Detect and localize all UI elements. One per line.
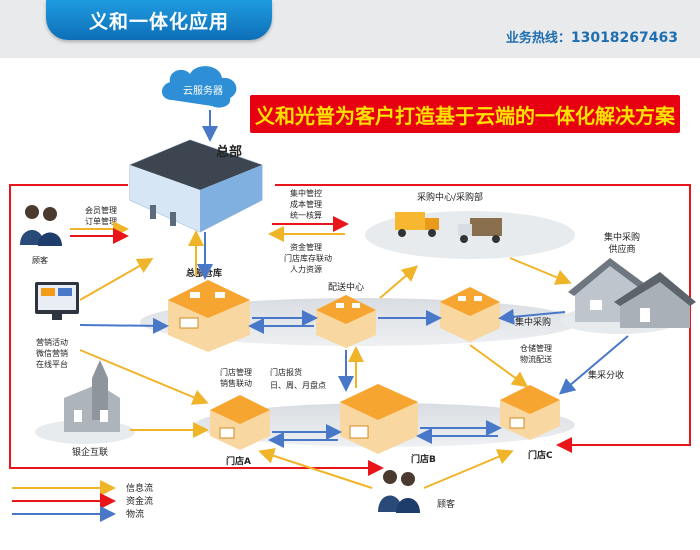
store-report-1: 门店报货 [270, 367, 302, 377]
supplier-label-1: 集中采购 [604, 231, 640, 243]
arrow-supplier-storec-blue [558, 335, 629, 395]
customer-left-icon[interactable] [20, 205, 62, 246]
arrow-customer-storea [258, 448, 373, 489]
headquarters-building-icon[interactable] [129, 139, 263, 233]
hotline: 业务热线：13018267463 [506, 27, 678, 46]
banner-text: 义和光普为客户打造基于云端的一体化解决方案 [255, 104, 675, 128]
procurement-label: 采购中心/采购部 [417, 191, 483, 203]
warehouse-mgmt-1: 仓储管理 [520, 343, 552, 353]
bank-label: 银企互联 [72, 446, 108, 458]
store-b-icon[interactable] [340, 384, 418, 454]
page-title: 义和一体化应用 [88, 11, 229, 33]
funds-1: 资金管理 [290, 242, 322, 252]
store-a-label: 门店A [226, 455, 251, 467]
hq-label: 总部 [216, 144, 242, 160]
arrow-reg-supplier-blue [498, 308, 566, 325]
cloud-server-icon[interactable]: 云服务器 [161, 66, 237, 108]
arrow-dist-proc-yellow [379, 265, 419, 299]
member-mgmt-label: 会员管理 [85, 205, 117, 215]
central-purchase-label: 集中采购 [515, 316, 551, 328]
money-flow-loop [9, 184, 384, 476]
store-mgmt-2: 销售联动 [220, 378, 252, 388]
cloud-label: 云服务器 [183, 84, 223, 97]
store-b-label: 门店B [411, 453, 436, 465]
supplier-house-icon[interactable] [568, 258, 696, 328]
marketing-1: 营销活动 [36, 337, 68, 347]
hq-mgmt-1: 集中管控 [290, 188, 322, 198]
arrow-marketing-hq-yellow [79, 258, 154, 301]
regional-warehouse-icon[interactable] [440, 287, 500, 342]
funds-3: 人力资源 [290, 264, 322, 274]
store-report-2: 日、周、月盘点 [270, 380, 326, 390]
legend-logistics-label: 物流 [126, 508, 144, 520]
customer-bottom-icon[interactable] [378, 470, 420, 513]
split-label: 集采分收 [588, 369, 624, 381]
title-tab[interactable]: 义和一体化应用 [46, 0, 272, 40]
arrow-marketing-storea-yellow [79, 349, 209, 405]
marketing-monitor-icon[interactable] [35, 282, 79, 320]
distribution-label: 配送中心 [328, 281, 364, 293]
truck-grey-icon[interactable] [458, 218, 502, 243]
customer-bottom-label: 顾客 [437, 498, 455, 510]
store-mgmt-1: 门店管理 [220, 367, 252, 377]
distribution-center-icon[interactable] [316, 295, 376, 348]
hq-warehouse-building-icon[interactable] [168, 280, 250, 352]
funds-2: 门店库存联动 [284, 253, 332, 263]
arrow-procurement-supplier [509, 257, 572, 285]
bank-building-icon[interactable] [64, 360, 120, 432]
store-c-label: 门店C [528, 449, 553, 461]
hotline-label: 业务热线： [505, 31, 571, 46]
hq-mgmt-3: 统一核算 [290, 210, 322, 220]
truck-yellow-icon[interactable] [395, 212, 439, 237]
marketing-2: 微信营销 [36, 348, 68, 358]
legend: 信息流 资金流 物流 [12, 480, 153, 522]
hotline-number: 13018267463 [570, 30, 678, 46]
store-c-icon[interactable] [500, 385, 560, 440]
solution-banner: 义和光普为客户打造基于云端的一体化解决方案 [250, 95, 680, 133]
arrow-customer-storec [423, 449, 514, 489]
arrow-marketing-wh-blue [79, 317, 169, 334]
header-bar: 义和一体化应用 业务热线：13018267463 [0, 0, 700, 58]
legend-info-label: 信息流 [126, 482, 153, 494]
supplier-label-2: 供应商 [608, 243, 635, 255]
legend-money-label: 资金流 [126, 495, 153, 507]
marketing-3: 在线平台 [36, 359, 68, 369]
order-mgmt-label: 订单管理 [85, 216, 117, 226]
arrow-reg-storec-yellow [469, 344, 529, 388]
warehouse-mgmt-2: 物流配送 [520, 354, 552, 364]
hq-mgmt-2: 成本管理 [290, 199, 322, 209]
store-a-icon[interactable] [210, 395, 270, 450]
customer-left-label: 顾客 [32, 255, 48, 265]
